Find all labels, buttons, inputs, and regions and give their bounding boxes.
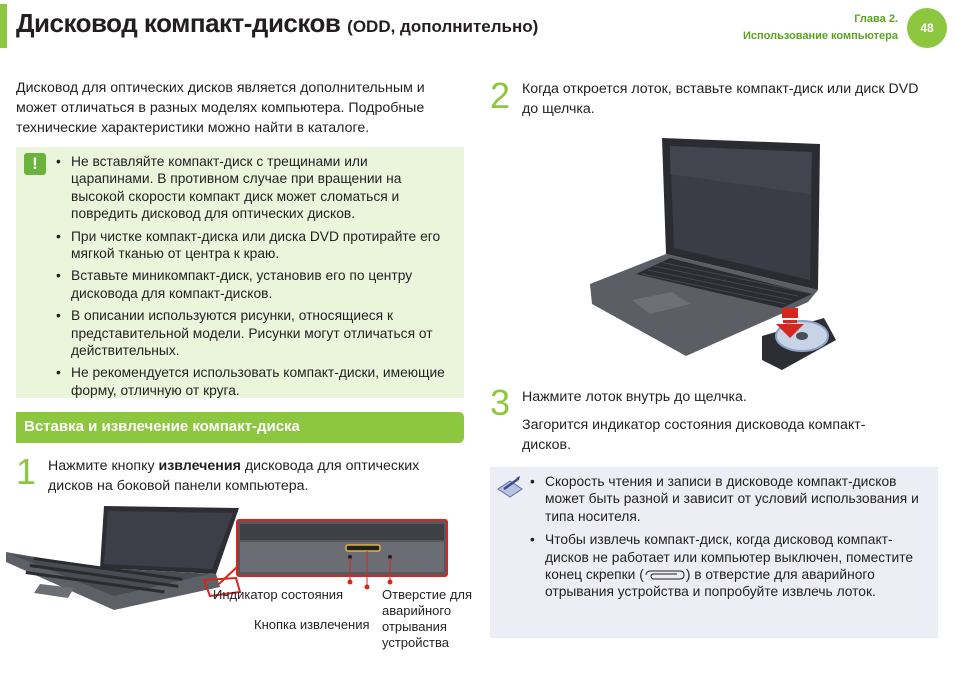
step-2-number: 2 — [490, 75, 511, 116]
chapter-number: Глава 2. — [854, 13, 898, 25]
note-pencil-icon — [497, 476, 523, 498]
warning-item: При чистке компакт-диска или диска DVD п… — [56, 228, 452, 263]
laptop-disc-tray-illustration — [590, 138, 836, 370]
step-1-text-after: дисковода для оптических дисков на боков… — [48, 458, 420, 494]
laptop-touchpad — [632, 292, 690, 314]
note-list: Скорость чтения и записи в дисководе ком… — [530, 473, 930, 606]
step-3-text: Нажмите лоток внутрь до щелчка. — [522, 389, 747, 405]
laptop-base — [590, 254, 818, 356]
caption-hole-line: устройства — [382, 635, 449, 650]
paperclip-icon — [645, 570, 685, 580]
step-1-text-before: Нажмите кнопку — [48, 458, 159, 474]
page-title: Дисковод компакт-дисков (ODD, дополнител… — [16, 8, 538, 39]
eject-button-shape — [345, 544, 381, 552]
note-item-text-after: ) в отверстие для аварийного отрывания у… — [545, 567, 876, 600]
page-title-main: Дисковод компакт-дисков — [16, 8, 341, 38]
step-1-eject-word: извлечения — [158, 458, 241, 474]
step-3-note: Загорится индикатор состояния дисковода … — [522, 417, 866, 453]
step-1-number: 1 — [16, 451, 37, 492]
exclamation-icon: ! — [24, 153, 46, 175]
laptop-touchpad — [34, 584, 74, 598]
down-arrow-icon — [776, 308, 804, 338]
title-accent-bar — [0, 4, 7, 48]
step-2-text: Когда откроется лоток, вставьте компакт-… — [522, 81, 919, 117]
caption-emergency-hole: Отверстие для аварийного отрывания устро… — [382, 587, 472, 651]
note-item: Скорость чтения и записи в дисководе ком… — [530, 473, 930, 525]
note-item-text-before: Чтобы извлечь компакт-диск, когда дисков… — [545, 532, 914, 583]
chapter-name: Использование компьютера — [742, 30, 898, 42]
laptop-side-illustration — [6, 506, 448, 610]
caption-eject-button: Кнопка извлечения — [254, 617, 370, 632]
warning-list: Не вставляйте компакт-диск с трещинами и… — [56, 153, 452, 404]
chapter-label: Глава 2. Использование компьютера — [743, 11, 898, 45]
section-heading: Вставка и извлечение компакт-диска — [24, 418, 300, 435]
warning-item: Не рекомендуется использовать компакт-ди… — [56, 364, 452, 399]
warning-item: Вставьте миникомпакт-диск, установив его… — [56, 267, 452, 302]
section-heading-bar — [16, 412, 464, 443]
intro-paragraph: Дисковод для оптических дисков является … — [16, 80, 425, 136]
caption-indicator: Индикатор состояния — [213, 587, 344, 602]
caption-hole-line: отрывания — [382, 619, 447, 634]
note-item: Чтобы извлечь компакт-диск, когда дисков… — [530, 531, 930, 601]
caption-hole-line: Отверстие для — [382, 587, 473, 602]
page-number-badge: 48 — [907, 8, 947, 48]
warning-item: В описании используются рисунки, относящ… — [56, 307, 452, 359]
caption-hole-line: аварийного — [382, 603, 452, 618]
step-1-text: Нажмите кнопку извлечения дисковода для … — [48, 456, 460, 496]
page-title-sub: (ODD, дополнительно) — [347, 17, 539, 36]
warning-item: Не вставляйте компакт-диск с трещинами и… — [56, 153, 452, 223]
step-3-number: 3 — [490, 382, 511, 423]
